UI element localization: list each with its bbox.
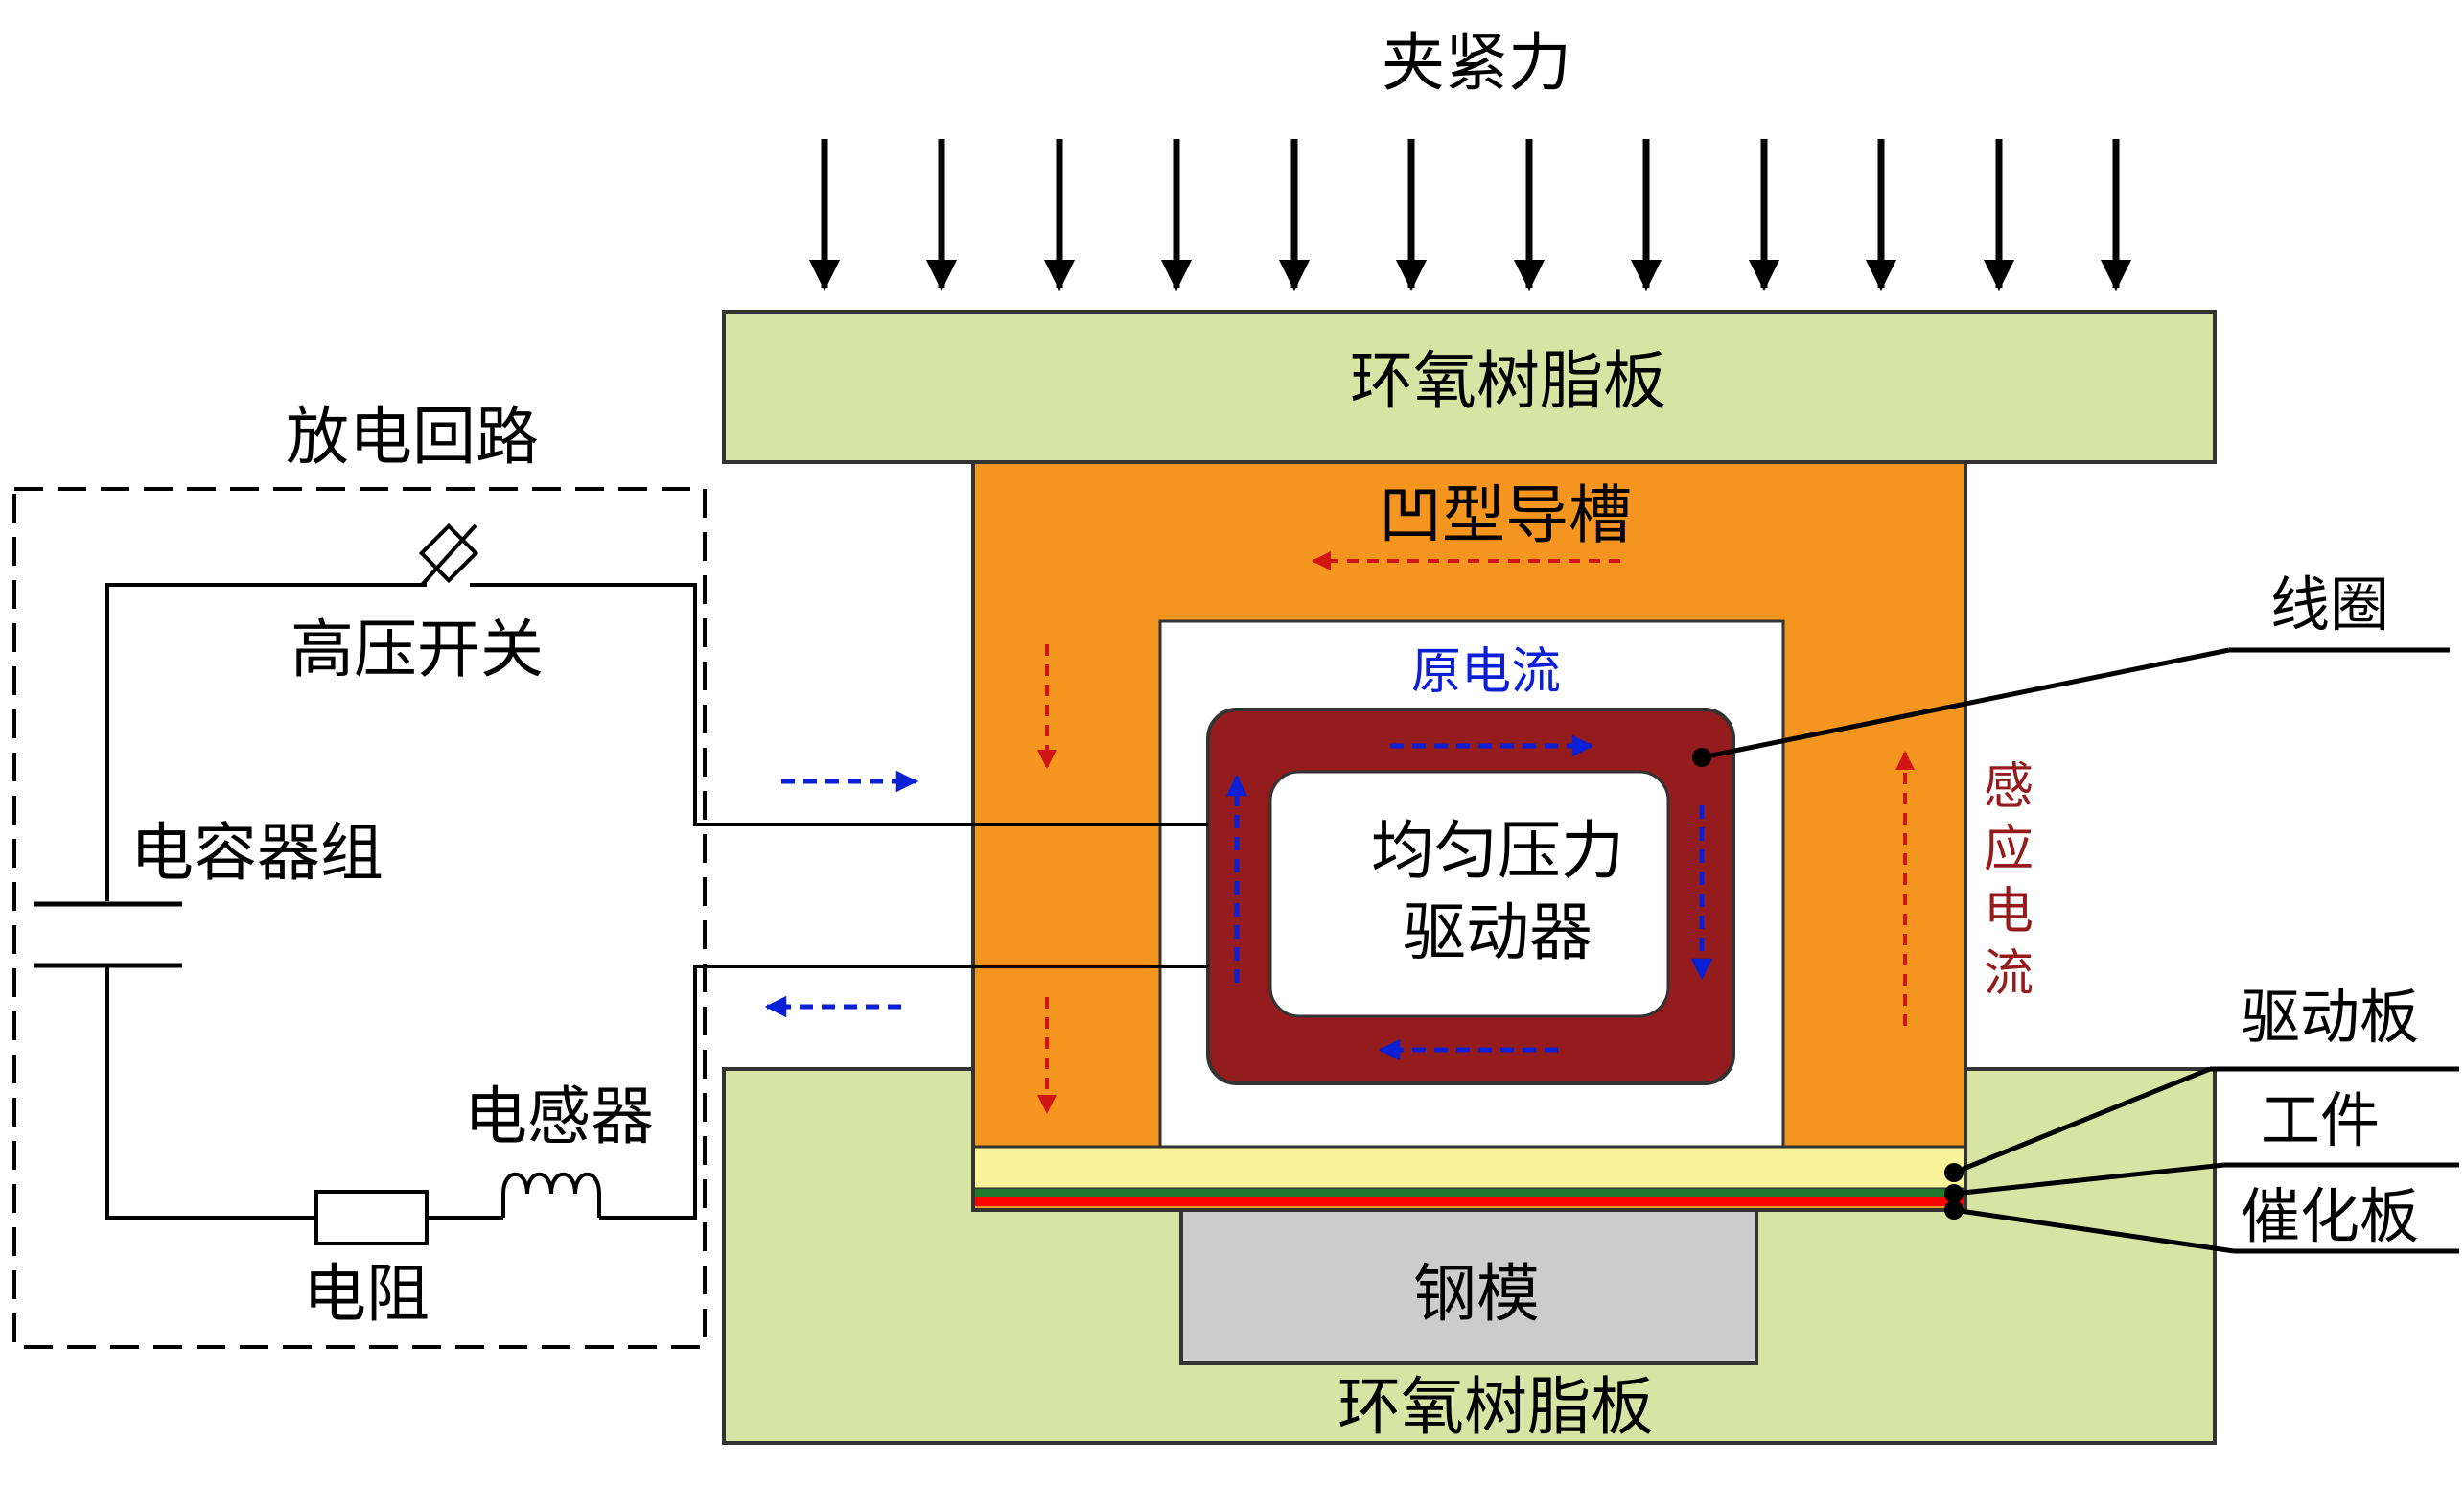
steel-mold	[1179, 1208, 1758, 1365]
workpiece-layer	[973, 1189, 1965, 1197]
clamp-force-label: 夹紧力	[1382, 26, 1571, 100]
discharge-circuit-frame	[12, 487, 707, 1349]
workpiece-leader-dot	[1944, 1184, 1964, 1203]
actuator-core	[1268, 770, 1670, 1018]
hv-switch-contact	[420, 523, 477, 587]
wire-switch-right	[470, 583, 1208, 826]
steel-mold-label: 钢模	[1413, 1257, 1540, 1331]
primary-current-arrows	[764, 734, 1713, 1061]
drive-plate-leader-dot	[1944, 1163, 1964, 1182]
resistor-label: 电阻	[303, 1257, 430, 1331]
induced-char: 感	[1984, 758, 2034, 816]
wire-top	[105, 583, 427, 901]
primary-current-label: 原电流	[1411, 643, 1561, 701]
drive-plate-leader	[1953, 1066, 2211, 1175]
clamp-force-arrows	[808, 139, 2132, 291]
actuator-label-line1: 均匀压力	[1371, 814, 1624, 888]
u-groove-label: 凹型导槽	[1379, 478, 1632, 552]
induced-current-label: 感 应 电 流	[1984, 758, 2034, 1003]
drive-plate-label: 驱动板	[2241, 982, 2419, 1052]
capacitor-bank-label: 电容器组	[130, 816, 384, 890]
coil-leader-dot	[1692, 748, 1711, 767]
resistor	[314, 1190, 429, 1245]
wire-return	[599, 965, 1208, 1220]
catalyst-leader-dot	[1944, 1200, 1964, 1220]
inductor-label: 电感器	[464, 1080, 654, 1153]
workpiece-leader	[1953, 1162, 2225, 1197]
coil-label: 线圈	[2270, 570, 2389, 639]
layer-leaders	[1953, 1066, 2459, 1254]
actuator-label-line2: 驱动器	[1403, 895, 1592, 969]
induced-char: 电	[1984, 883, 2034, 941]
inductor	[501, 1173, 601, 1218]
induced-char: 应	[1984, 821, 2034, 878]
wire-bottom	[105, 966, 316, 1220]
discharge-circuit-label: 放电回路	[286, 400, 539, 474]
top-epoxy-plate-label: 环氧树脂板	[1350, 344, 1666, 418]
top-epoxy-plate	[722, 310, 2217, 464]
coil-leader-line	[1701, 647, 2230, 760]
catalyst-leader	[1953, 1207, 2235, 1254]
bottom-epoxy-plate-label: 环氧树脂板	[1337, 1370, 1654, 1444]
induced-char: 流	[1984, 945, 2034, 1003]
coil-leader	[1692, 647, 2450, 767]
workpiece-label: 工件	[2261, 1085, 2380, 1155]
drive-plate	[971, 1145, 1967, 1191]
hv-switch-label: 高压开关	[291, 613, 544, 686]
catalyst-plate-label: 催化板	[2241, 1181, 2419, 1251]
catalyst-plate	[973, 1197, 1965, 1206]
circuit-wiring	[105, 583, 1208, 1220]
